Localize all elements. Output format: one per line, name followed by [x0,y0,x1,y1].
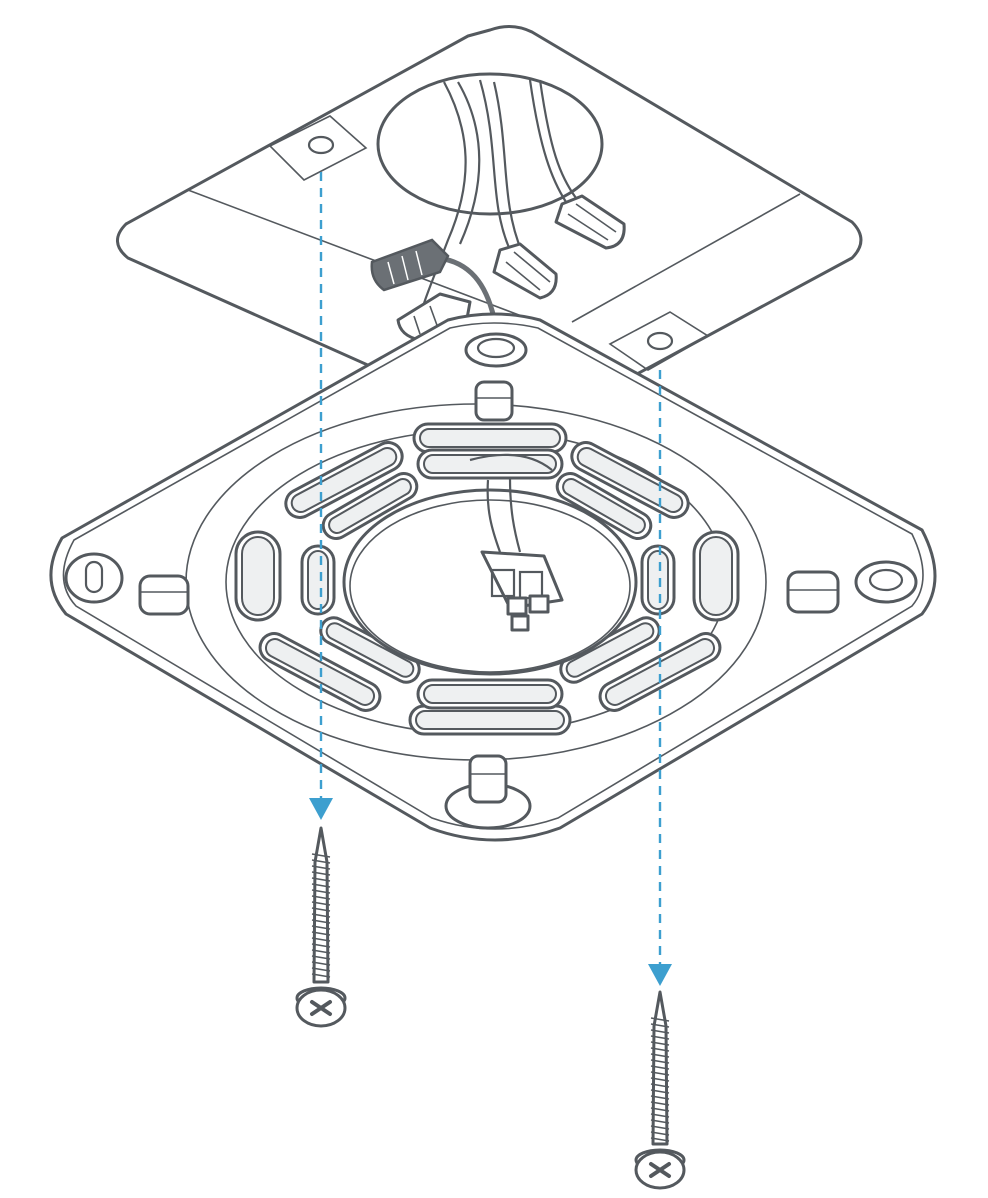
wire-to-connector [469,453,553,553]
screw-thread [311,877,331,882]
plate-tab-left [268,115,368,181]
screw-thread [650,1125,670,1130]
screw-thread [650,1113,670,1118]
bracket-left-keyhole [64,552,190,616]
bracket-slot [598,632,722,712]
screw-thread [650,1131,670,1136]
screw-thread [311,961,331,966]
screw-thread [311,871,331,876]
phillips-cross-icon [649,1162,671,1178]
bracket-slot [416,678,564,710]
plate-hole-left [307,135,335,155]
screw-right [634,990,686,1190]
screw-thread [650,1035,670,1040]
bracket-slot [321,472,419,540]
arrow-down-icon [309,798,333,820]
bracket-top-post [464,332,528,422]
bracket-right-hole [786,560,918,614]
bracket-slot [640,544,676,616]
screw-thread [311,937,331,942]
screw-thread [650,1137,670,1142]
screw-thread [650,1095,670,1100]
screw-thread [311,883,331,888]
bracket-slot [416,448,564,480]
screw-thread [311,859,331,864]
screw-thread [650,1059,670,1064]
screw-thread [650,1089,670,1094]
wire-nut-right [554,194,626,250]
screw-thread [311,853,331,858]
junction-box-plate [116,25,863,429]
wire-nut-center [492,242,558,300]
screw-thread [311,925,331,930]
plate-tab-right [608,311,710,371]
screw-thread [650,1077,670,1082]
bracket-slot [692,530,740,622]
guide-right [648,370,672,986]
screw-thread [311,895,331,900]
bracket-slot [408,704,572,736]
bracket-center-rim [349,499,631,673]
plate-hole-right [646,331,674,351]
screw-thread [311,901,331,906]
screw-thread [650,1083,670,1088]
screw-thread [311,931,331,936]
screw-thread [650,1041,670,1046]
screw-thread [311,907,331,912]
bracket-slot [412,422,568,454]
wires [418,79,577,321]
screw-thread [650,1023,670,1028]
screw-thread [650,1071,670,1076]
bracket-bottom-post [444,754,532,830]
screw-thread [650,1029,670,1034]
bracket-slots [234,422,740,736]
screw-thread [311,967,331,972]
screw-thread [311,955,331,960]
screw-left [295,826,347,1028]
screw-thread [311,865,331,870]
arrow-down-icon [648,964,672,986]
screw-thread [311,913,331,918]
screw-thread [311,949,331,954]
screw-thread [311,973,331,978]
screw-thread [650,1047,670,1052]
bracket-center-opening [342,488,638,676]
bracket-slot [555,472,653,540]
bracket-slot [234,530,282,622]
bracket-slot [284,441,404,519]
screw-thread [650,1101,670,1106]
junction-box-opening [376,72,604,216]
guide-left [309,172,333,820]
screw-thread [311,919,331,924]
screw-thread [311,943,331,948]
screw-thread [650,1017,670,1022]
phillips-cross-icon [310,1000,332,1016]
screw-thread [650,1107,670,1112]
wire-connector [480,550,564,632]
screw-thread [650,1065,670,1070]
bracket-slot [300,544,336,616]
screw-thread [650,1119,670,1124]
screw-thread [650,1053,670,1058]
wire-nut-dark [370,238,450,292]
plate-edge-line-right [571,193,801,323]
screw-thread [311,889,331,894]
